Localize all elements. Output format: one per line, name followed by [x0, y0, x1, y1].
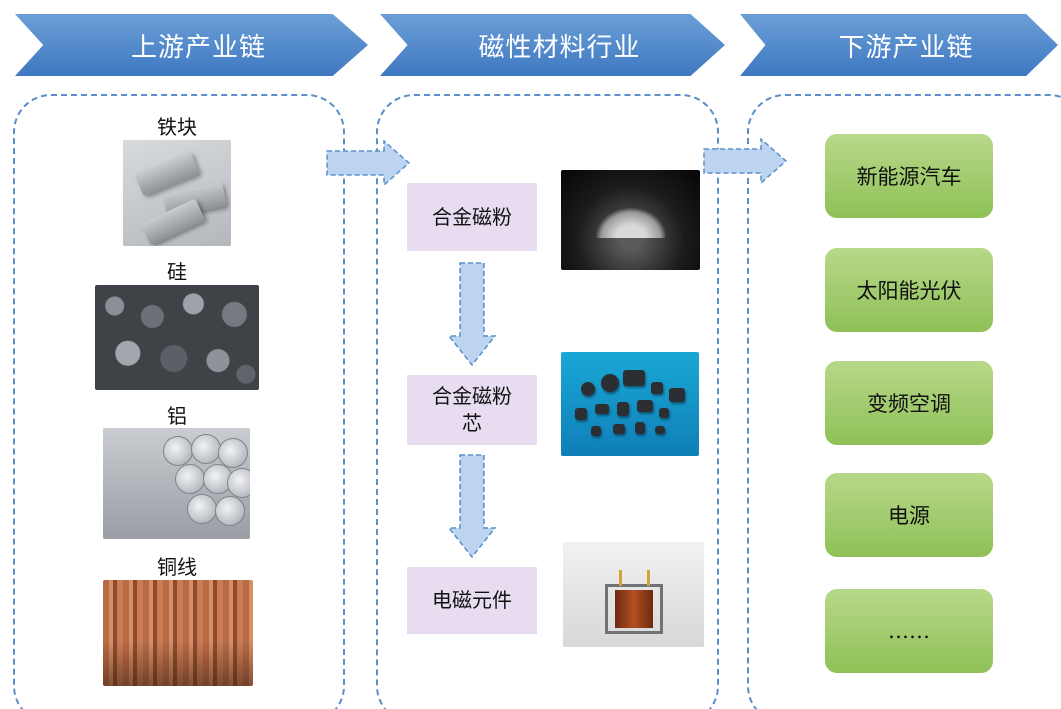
step-electromagnetic-component-label: 电磁元件: [432, 588, 512, 612]
app-power-supply-label: 电源: [888, 504, 930, 528]
step-alloy-powder-label: 合金磁粉: [432, 204, 512, 229]
app-solar-pv-label: 太阳能光伏: [856, 279, 962, 303]
iron-block-image: [123, 140, 231, 246]
upstream-panel: [13, 94, 345, 709]
header-downstream-chevron: 下游产业链: [740, 14, 1058, 76]
material-label-silicon: 硅: [167, 260, 187, 284]
header-industry-label: 磁性材料行业: [478, 32, 641, 63]
powder-cores-image: [561, 352, 699, 456]
arrow-step-1-to-2: [448, 262, 496, 366]
alloy-powder-image: [561, 170, 700, 270]
material-label-aluminum: 铝: [167, 404, 187, 428]
arrow-industry-to-downstream: [703, 138, 787, 184]
app-inverter-ac: 变频空调: [825, 361, 993, 445]
copper-wire-image: [103, 580, 253, 686]
arrow-upstream-to-industry: [326, 140, 410, 186]
app-more: ……: [825, 589, 993, 673]
arrow-step-2-to-3: [448, 454, 496, 558]
material-label-iron: 铁块: [157, 115, 197, 139]
header-upstream-chevron: 上游产业链: [15, 14, 368, 76]
header-downstream-label: 下游产业链: [838, 32, 974, 63]
step-electromagnetic-component: 电磁元件: [407, 567, 537, 634]
electromagnetic-component-image: [563, 542, 704, 647]
app-new-energy-vehicle-label: 新能源汽车: [856, 165, 962, 189]
silicon-image: [95, 285, 259, 390]
aluminum-rods-image: [103, 428, 250, 539]
step-alloy-powder-core-label: 合金磁粉 芯: [432, 384, 512, 435]
app-solar-pv: 太阳能光伏: [825, 248, 993, 332]
material-label-copper: 铜线: [157, 555, 197, 579]
step-alloy-powder-core: 合金磁粉 芯: [407, 375, 537, 445]
downstream-panel: [747, 94, 1061, 709]
industry-panel: [376, 94, 719, 709]
step-alloy-powder: 合金磁粉: [407, 183, 537, 251]
header-industry-chevron: 磁性材料行业: [380, 14, 725, 76]
app-new-energy-vehicle: 新能源汽车: [825, 134, 993, 218]
app-inverter-ac-label: 变频空调: [867, 392, 951, 416]
app-power-supply: 电源: [825, 473, 993, 557]
header-upstream-label: 上游产业链: [130, 32, 266, 63]
app-more-label: ……: [888, 619, 930, 643]
